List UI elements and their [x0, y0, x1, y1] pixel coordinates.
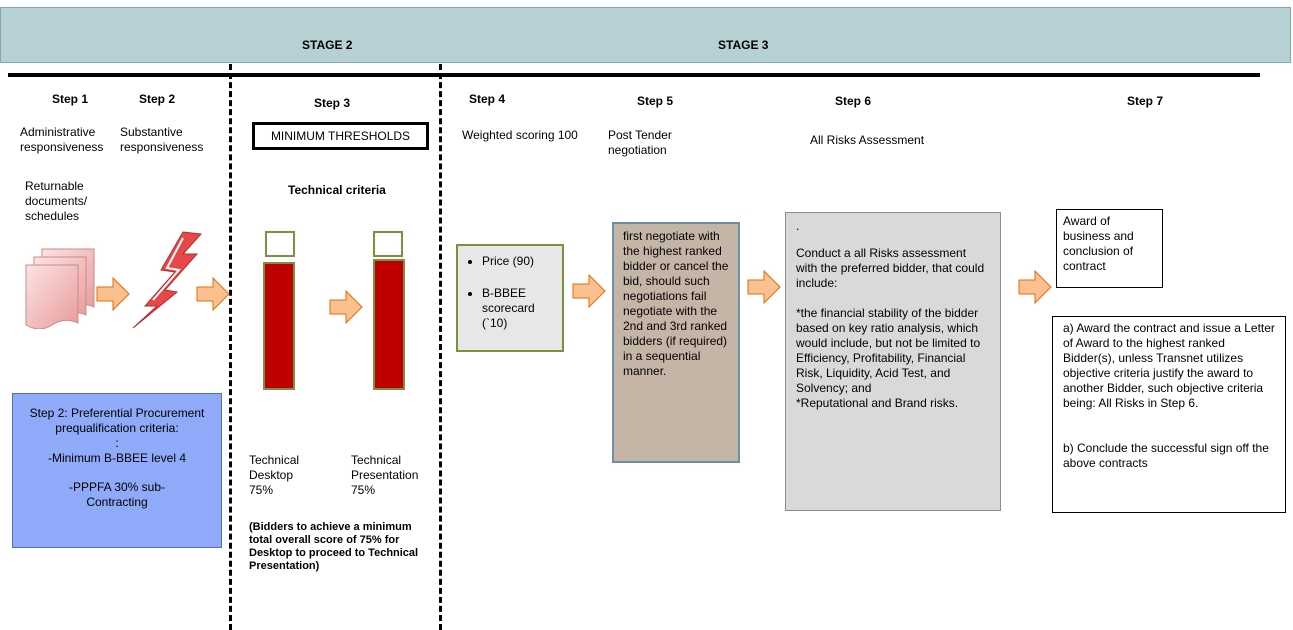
prequalification-item-pppfa: -PPPFA 30% sub-Contracting [68, 480, 166, 509]
step-3-label: Step 3 [314, 96, 351, 110]
step-6-label: Step 6 [835, 94, 872, 108]
step-5-title: Post Tender negotiation [608, 128, 672, 157]
step-6-title: All Risks Assessment [810, 133, 925, 147]
bbbee-scorecard-item: B-BBEE scorecard (`10) [482, 286, 558, 331]
step-2-title: Substantive responsiveness [120, 125, 204, 154]
stage-3-title: STAGE 3 [718, 38, 769, 52]
presentation-indicator: C [373, 231, 403, 257]
award-detail-a: a) Award the contract and issue a Letter… [1063, 321, 1275, 410]
stage-divider-right [439, 64, 442, 630]
prequalification-item-bbbee: -Minimum B-BBEE level 4 [47, 451, 187, 465]
stage-2-title: STAGE 2 [302, 38, 353, 52]
arrow-right-icon [196, 277, 230, 311]
risk-dot: . [796, 219, 800, 233]
step-1-subtitle: Returnable documents/ schedules [25, 179, 88, 223]
arrow-right-icon [572, 274, 606, 308]
risk-assessment-box: . Conduct a all Risks assessment with th… [785, 212, 1001, 511]
minimum-thresholds-label: MINIMUM THRESHOLDS [270, 129, 411, 143]
prequalification-box: Step 2: Preferential Procurement prequal… [12, 393, 222, 548]
minimum-thresholds-box: MINIMUM THRESHOLDS [252, 122, 429, 150]
award-text: Award of business and conclusion of cont… [1063, 214, 1134, 273]
risk-financial: *the financial stability of the bidder b… [796, 306, 981, 395]
step-1-title: Administrative responsiveness [20, 125, 104, 154]
desktop-indicator: C [265, 231, 295, 257]
technical-criteria-title: Technical criteria [288, 183, 386, 197]
step-7-label: Step 7 [1127, 94, 1164, 108]
stage-banner [0, 7, 1291, 63]
award-box: Award of business and conclusion of cont… [1056, 209, 1163, 288]
stage-divider-left [229, 64, 232, 630]
prequalification-colon: : [115, 436, 119, 450]
step-2-label: Step 2 [139, 92, 176, 106]
award-details-box: a) Award the contract and issue a Letter… [1052, 316, 1286, 513]
lightning-bolt-icon [132, 231, 203, 329]
step-5-label: Step 5 [637, 94, 674, 108]
prequalification-title: Step 2: Preferential Procurement prequal… [29, 406, 205, 435]
award-detail-b: b) Conclude the successful sign off the … [1063, 441, 1269, 470]
arrow-right-icon [329, 290, 363, 324]
arrow-right-icon [96, 277, 130, 311]
price-item: Price (90) [482, 254, 558, 269]
technical-presentation-bar [373, 259, 405, 390]
risk-reputational: *Reputational and Brand risks. [796, 396, 959, 410]
technical-presentation-label: Technical Presentation 75% [351, 453, 419, 497]
arrow-right-icon [1018, 270, 1052, 304]
presentation-indicator-label: C [382, 235, 394, 252]
arrow-right-icon [747, 270, 781, 304]
step-4-title: Weighted scoring 100 [462, 128, 578, 142]
risk-intro: Conduct a all Risks assessment with the … [796, 246, 985, 290]
weighted-scoring-box: Price (90) B-BBEE scorecard (`10) [456, 244, 564, 352]
technical-desktop-label: Technical Desktop 75% [249, 453, 300, 497]
header-rule [8, 73, 1260, 77]
threshold-note: (Bidders to achieve a minimum total over… [249, 521, 419, 572]
technical-desktop-bar [263, 262, 295, 390]
step-4-label: Step 4 [469, 92, 506, 106]
documents-icon [25, 248, 95, 329]
step-1-label: Step 1 [52, 92, 89, 106]
post-tender-negotiation-box: first negotiate with the highest ranked … [612, 222, 740, 463]
desktop-indicator-label: C [274, 235, 286, 252]
weighted-scoring-list: Price (90) B-BBEE scorecard (`10) [468, 254, 558, 331]
negotiation-text: first negotiate with the highest ranked … [623, 229, 729, 378]
